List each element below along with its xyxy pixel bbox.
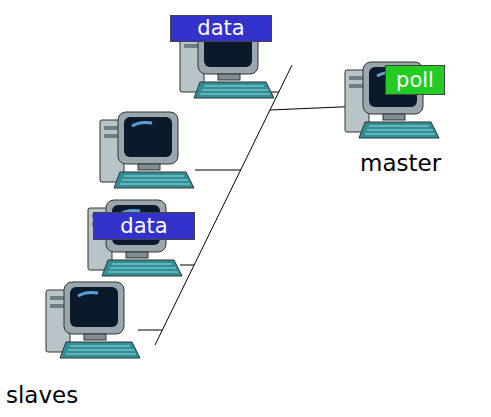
computer-icon <box>46 282 140 358</box>
slaves-label: slaves <box>6 382 78 408</box>
data-tag: data <box>170 15 272 42</box>
data-tag: data <box>93 212 195 240</box>
master-label: master <box>360 150 441 176</box>
bus-line <box>155 65 292 345</box>
tag-text: data <box>120 216 167 237</box>
computer-icon <box>100 112 194 188</box>
tag-text: data <box>197 18 244 39</box>
tag-text: poll <box>396 70 434 91</box>
poll-tag: poll <box>385 65 445 95</box>
slave-stub <box>195 170 241 171</box>
slave-stub <box>138 330 162 331</box>
slave-stub <box>180 265 194 266</box>
